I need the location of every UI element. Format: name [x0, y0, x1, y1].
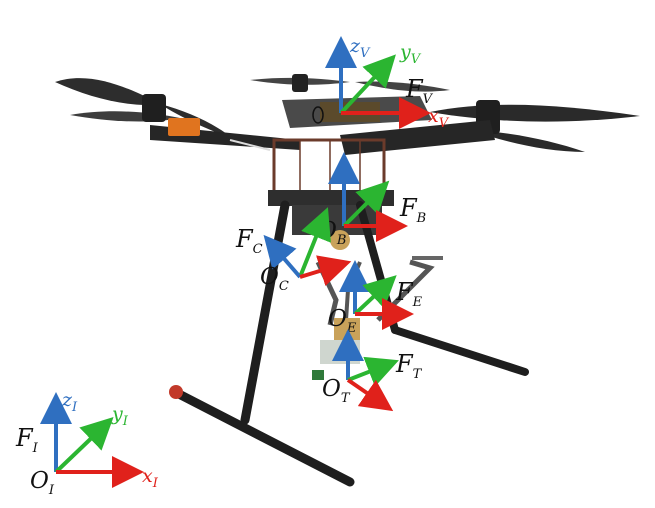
- axis-yc: [263, 234, 302, 279]
- label-xi: xI: [142, 465, 159, 491]
- axis-xc: [299, 255, 352, 286]
- motor-left: [142, 94, 166, 122]
- frame-end-effector: [339, 260, 414, 330]
- label-zi: zI: [61, 389, 78, 415]
- label-xv: xV: [428, 105, 450, 131]
- drone-illustration: [55, 74, 640, 487]
- label-yi: yI: [111, 403, 129, 429]
- label-origin-i: OI: [30, 468, 55, 498]
- label-yv: yV: [399, 41, 422, 67]
- axis-ye: [353, 275, 397, 316]
- axis-yv: [339, 54, 396, 115]
- frame-vehicle: [325, 36, 431, 129]
- label-zv: zV: [349, 35, 371, 61]
- axis-yb: [342, 180, 390, 228]
- arm-cable: [229, 139, 271, 151]
- label-frame-v: FV: [405, 75, 434, 107]
- sensor: [312, 106, 324, 124]
- label-origin-c: OC: [260, 264, 289, 294]
- label-frame-i: FI: [15, 424, 39, 456]
- axis-yi: [54, 416, 114, 474]
- landing-skid-right: [391, 326, 529, 376]
- arm-right: [340, 120, 495, 155]
- axis-yt: [347, 356, 399, 387]
- label-frame-c: FC: [235, 225, 263, 257]
- frame-camera: [263, 207, 352, 286]
- frame-inertial: [40, 392, 144, 488]
- label-frame-e: FE: [395, 278, 423, 310]
- axis-xt: [346, 378, 394, 412]
- label-origin-t: OT: [322, 376, 351, 406]
- axis-zc: [298, 207, 331, 278]
- tool-gripper: [320, 340, 360, 364]
- battery: [168, 118, 200, 136]
- label-frame-t: FT: [395, 350, 423, 382]
- motor-back: [292, 74, 308, 92]
- frame-tool: [332, 329, 399, 412]
- foot-cap: [169, 385, 183, 399]
- label-frame-b: FB: [399, 194, 426, 226]
- frame-base: [328, 152, 408, 242]
- label-origin-e: OE: [328, 306, 357, 336]
- landing-skid-left: [170, 387, 355, 487]
